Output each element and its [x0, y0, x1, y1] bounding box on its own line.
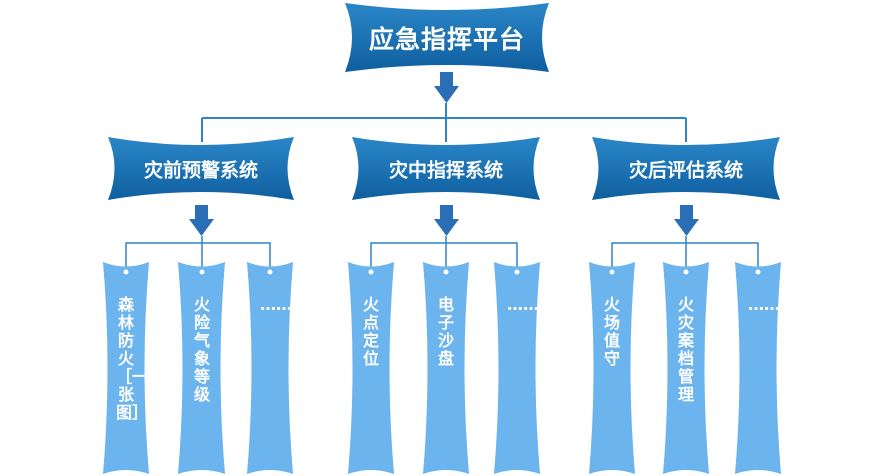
system-banner-mid	[352, 137, 540, 200]
connector-lines	[201, 103, 687, 142]
column-label: 火点定位	[362, 295, 379, 368]
column-label: 森林防火［一张图］	[116, 295, 149, 422]
arrow-down-icon	[434, 205, 459, 236]
column-shape	[423, 262, 469, 474]
column-shape	[589, 262, 635, 474]
platform-banner	[345, 3, 549, 72]
column-shape	[348, 262, 394, 474]
column-label: ……	[507, 295, 539, 314]
platform-title: 应急指挥平台	[368, 25, 526, 54]
column-label: ……	[260, 295, 292, 314]
connector-lines	[125, 236, 759, 272]
system-banner-post	[592, 137, 780, 200]
column-label: 电子沙盘	[437, 295, 454, 368]
connector-dots	[123, 269, 761, 275]
arrow-down-icon	[434, 72, 459, 103]
column-shape	[494, 262, 540, 474]
system-title-mid: 灾中指挥系统	[388, 159, 504, 182]
column-shape	[178, 262, 225, 474]
arrow-down-icon	[189, 205, 214, 236]
column-label: ……	[748, 295, 780, 314]
column-label: 火险气象等级	[193, 295, 210, 404]
column-shape	[103, 262, 149, 474]
system-title-pre: 灾前预警系统	[143, 159, 259, 182]
column-label: 火场值守	[603, 295, 620, 368]
columns	[103, 262, 781, 474]
column-shape	[735, 262, 781, 474]
system-title-post: 灾后评估系统	[628, 159, 744, 182]
system-banner-pre	[108, 137, 294, 200]
column-label: 火灾案档管理	[677, 295, 694, 404]
column-shape	[247, 262, 293, 474]
column-shape	[663, 262, 709, 474]
arrow-down-icon	[674, 205, 699, 236]
